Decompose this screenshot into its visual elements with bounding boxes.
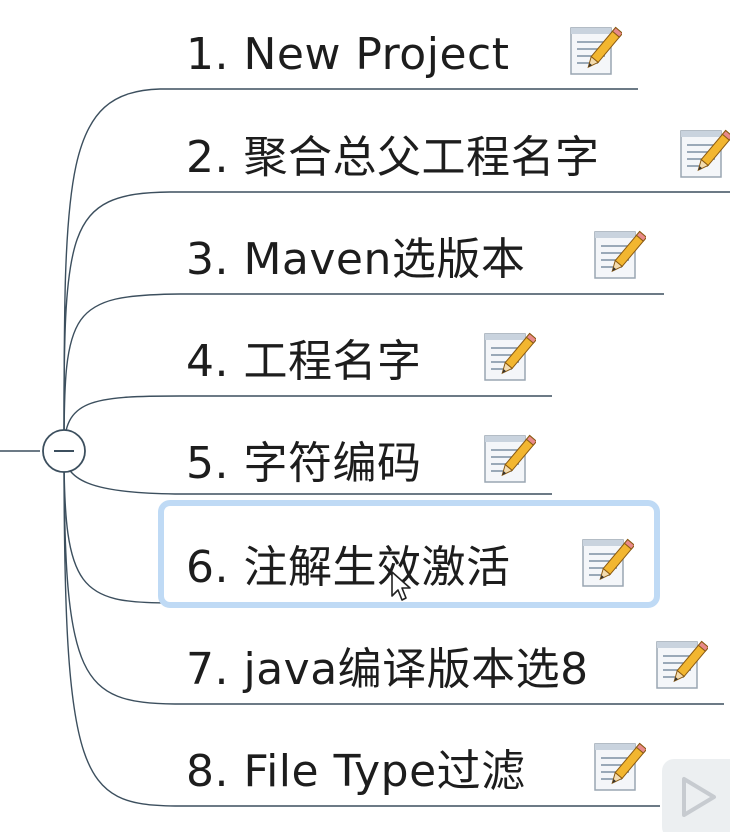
branch-line-6 bbox=[63, 450, 652, 604]
topic-maven-version[interactable]: 3. Maven选版本 bbox=[186, 234, 526, 285]
topic-char-encoding[interactable]: 5. 字符编码 bbox=[186, 438, 422, 489]
note-pencil-icon[interactable] bbox=[482, 328, 536, 386]
note-pencil-icon[interactable] bbox=[592, 738, 646, 796]
branch-line-3 bbox=[63, 293, 664, 452]
mouse-pointer-icon bbox=[391, 571, 411, 601]
topic-parent-project-name[interactable]: 2. 聚合总父工程名字 bbox=[186, 132, 600, 183]
topic-new-project[interactable]: 1. New Project bbox=[186, 29, 510, 80]
note-pencil-icon[interactable] bbox=[654, 636, 708, 694]
topic-file-type-filter[interactable]: 8. File Type过滤 bbox=[186, 746, 526, 797]
note-pencil-icon[interactable] bbox=[568, 22, 622, 80]
note-pencil-icon[interactable] bbox=[678, 125, 730, 183]
play-overlay-icon[interactable] bbox=[660, 757, 730, 832]
topic-project-name[interactable]: 4. 工程名字 bbox=[186, 336, 422, 387]
collapse-button[interactable] bbox=[40, 427, 88, 475]
note-pencil-icon[interactable] bbox=[482, 430, 536, 488]
branch-line-8 bbox=[63, 450, 660, 807]
note-pencil-icon[interactable] bbox=[580, 534, 634, 592]
note-pencil-icon[interactable] bbox=[592, 226, 646, 284]
topic-annotation-processing[interactable]: 6. 注解生效激活 bbox=[186, 542, 511, 593]
branch-line-2 bbox=[63, 191, 730, 452]
topic-java-compile-version[interactable]: 7. java编译版本选8 bbox=[186, 644, 589, 695]
